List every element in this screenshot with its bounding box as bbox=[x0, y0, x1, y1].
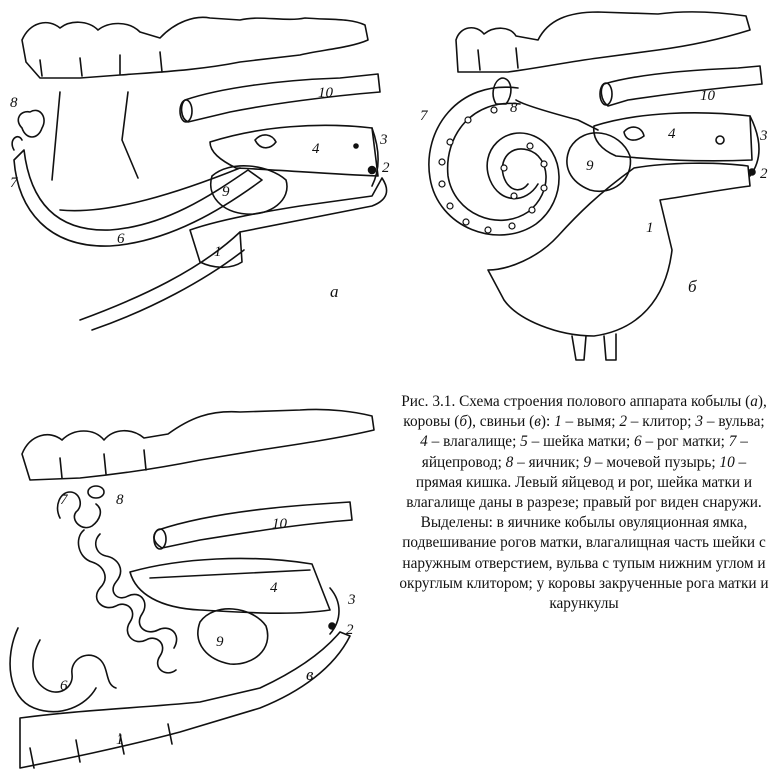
diagram-pig: 7 8 6 9 4 10 3 2 1 в bbox=[0, 388, 398, 782]
pig-label-7: 7 bbox=[60, 492, 69, 508]
caption-text: Рис. 3.1. Схема строения полового аппара… bbox=[398, 392, 770, 513]
cow-udder bbox=[488, 163, 750, 336]
legend-text: – рог матки; bbox=[642, 433, 729, 450]
cow-label-9: 9 bbox=[586, 158, 594, 174]
pig-label-1: 1 bbox=[116, 732, 124, 748]
legend-num: 2 bbox=[619, 413, 627, 430]
legend-num: 9 bbox=[583, 454, 591, 471]
pig-drawing: 7 8 6 9 4 10 3 2 1 в bbox=[0, 388, 398, 782]
diagram-horse: 8 7 6 9 4 10 3 2 1 а bbox=[0, 0, 398, 340]
pig-label-2: 2 bbox=[346, 622, 354, 638]
horse-drawing: 8 7 6 9 4 10 3 2 1 а bbox=[0, 0, 398, 340]
caption-letter-b: б bbox=[459, 413, 467, 430]
diagram-cow: 7 8 9 4 10 3 2 1 б bbox=[398, 0, 772, 380]
horse-label-6: 6 bbox=[117, 231, 125, 247]
pig-label-4: 4 bbox=[270, 580, 278, 596]
figure-caption: Рис. 3.1. Схема строения полового аппара… bbox=[398, 392, 770, 614]
pig-udder bbox=[20, 632, 350, 768]
horse-label-3: 3 bbox=[379, 132, 388, 148]
horse-label-4: 4 bbox=[312, 141, 320, 157]
legend-text: – вульва; bbox=[703, 413, 765, 430]
cow-label-8: 8 bbox=[510, 100, 518, 116]
pig-vagina bbox=[130, 558, 330, 613]
pig-panel-letter: в bbox=[306, 665, 314, 684]
pig-bladder bbox=[198, 609, 268, 664]
pig-rectum bbox=[154, 502, 352, 548]
legend-text: – клитор; bbox=[627, 413, 695, 430]
legend-num: 4 bbox=[420, 433, 428, 450]
cow-label-1: 1 bbox=[646, 220, 654, 236]
caption-intro: Рис. 3.1. Схема строения полового аппара… bbox=[401, 393, 750, 410]
legend-num: 10 bbox=[719, 454, 734, 471]
horse-label-9: 9 bbox=[222, 184, 230, 200]
cow-label-2: 2 bbox=[760, 166, 768, 182]
pig-label-3: 3 bbox=[347, 592, 356, 608]
legend-text: – вымя; bbox=[562, 413, 620, 430]
legend-text: – яичник; bbox=[513, 454, 583, 471]
cow-vertebrae bbox=[456, 12, 750, 72]
pig-vertebrae bbox=[22, 409, 374, 480]
horse-label-2: 2 bbox=[382, 160, 390, 176]
caption-mid3: ): bbox=[541, 413, 554, 430]
cow-bladder bbox=[567, 133, 631, 191]
cow-label-7: 7 bbox=[420, 108, 429, 124]
legend-num: 3 bbox=[695, 413, 703, 430]
cow-rectum bbox=[601, 66, 762, 106]
cow-label-3: 3 bbox=[759, 128, 768, 144]
cow-drawing: 7 8 9 4 10 3 2 1 б bbox=[398, 0, 772, 380]
horse-label-8: 8 bbox=[10, 95, 18, 111]
pig-label-8: 8 bbox=[116, 492, 124, 508]
horse-label-10: 10 bbox=[318, 85, 334, 101]
cow-panel-letter: б bbox=[688, 277, 697, 296]
pig-label-9: 9 bbox=[216, 634, 224, 650]
cow-label-10: 10 bbox=[700, 88, 716, 104]
horse-label-1: 1 bbox=[214, 244, 222, 260]
legend-num: 6 bbox=[634, 433, 642, 450]
horse-vagina bbox=[210, 125, 378, 176]
horse-vertebrae bbox=[22, 17, 368, 78]
horse-panel-letter: а bbox=[330, 282, 339, 301]
legend-text: – мочевой пузырь; bbox=[591, 454, 719, 471]
legend-text: – влагалище; bbox=[428, 433, 520, 450]
pig-label-10: 10 bbox=[272, 516, 288, 532]
legend-num: 5 bbox=[520, 433, 528, 450]
caption-highlight: Выделены: в яичнике кобылы овуляционная … bbox=[398, 513, 770, 614]
pig-coiled-horn bbox=[78, 530, 176, 673]
caption-letter-a: а bbox=[750, 393, 758, 410]
legend-text: – шейка матки; bbox=[528, 433, 634, 450]
cow-label-4: 4 bbox=[668, 126, 676, 142]
caption-mid2: ), свиньи ( bbox=[467, 413, 534, 430]
pig-label-6: 6 bbox=[60, 678, 68, 694]
horse-rectum bbox=[182, 74, 380, 122]
caption-letter-v: в bbox=[534, 413, 541, 430]
legend-num: 1 bbox=[554, 413, 562, 430]
